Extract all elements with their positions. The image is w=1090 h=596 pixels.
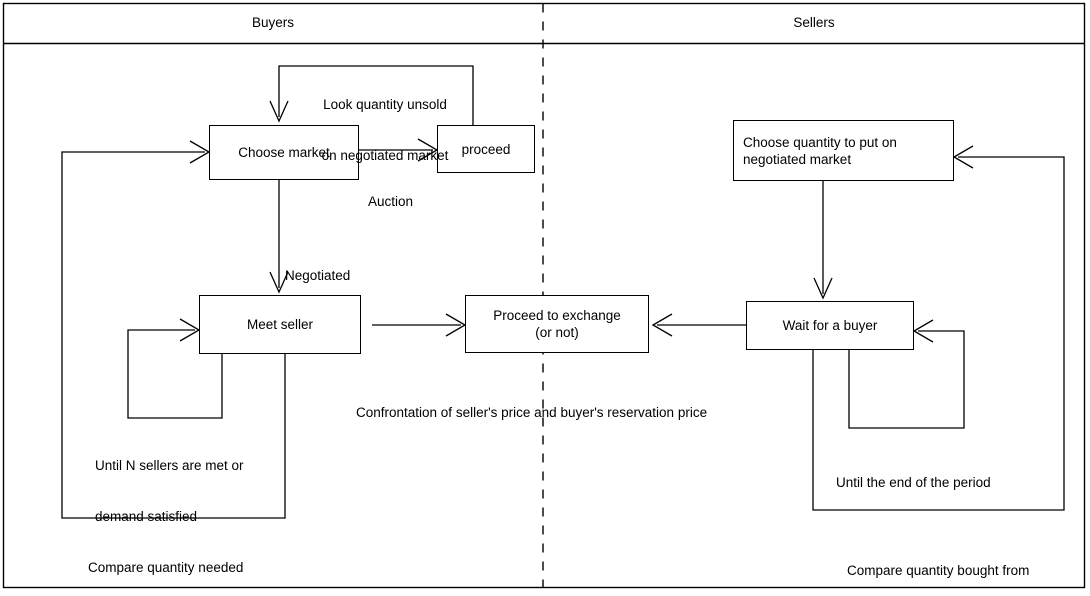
edge-label-compare-bought: Compare quantity bought from them and qu… bbox=[847, 528, 1029, 596]
lane-title-buyers: Buyers bbox=[251, 15, 295, 30]
arrowhead-into-wait-right-small bbox=[912, 319, 934, 343]
arrowhead-into-choose-market-top bbox=[269, 100, 289, 123]
edge-label-look-quantity-unsold-line1: Look quantity unsold bbox=[323, 97, 447, 112]
edge-label-confrontation-line1: Confrontation of seller's price and buye… bbox=[356, 405, 708, 420]
edge-label-until-n-sellers-line1: Until N sellers are met or bbox=[95, 458, 244, 473]
edge-wait-self-loop bbox=[848, 330, 965, 429]
node-proceed[interactable]: proceed bbox=[437, 125, 535, 173]
edge-label-auction: Auction bbox=[368, 159, 413, 244]
edge-label-look-quantity-unsold: Look quantity unsold on negotiated marke… bbox=[290, 62, 480, 198]
edge-wait-to-choose-quantity-loop bbox=[812, 156, 1065, 511]
edge-label-compare-needed-line1: Compare quantity needed bbox=[88, 560, 244, 575]
node-choose-quantity-label-line2: negotiated market bbox=[743, 151, 852, 167]
node-meet-seller-label: Meet seller bbox=[246, 317, 314, 332]
arrowhead-into-meet-seller-top bbox=[269, 271, 289, 294]
edge-meet-seller-self-loop bbox=[127, 329, 223, 419]
edge-label-look-quantity-unsold-line2: on negotiated market bbox=[321, 148, 449, 163]
edge-label-until-end-period-line1: Until the end of the period bbox=[836, 475, 991, 490]
node-proceed-to-exchange-label-line1: Proceed to exchange bbox=[493, 308, 621, 323]
edge-label-negotiated: Negotiated bbox=[285, 233, 350, 318]
edge-label-compare-needed: Compare quantity needed and quantity bou… bbox=[88, 525, 243, 596]
edge-label-compare-bought-line1: Compare quantity bought from bbox=[847, 563, 1030, 578]
edge-label-until-n-sellers: Until N sellers are met or demand satisf… bbox=[95, 423, 244, 559]
arrowhead-into-wait-top bbox=[813, 277, 833, 300]
edge-label-until-n-sellers-line2: demand satisfied bbox=[95, 509, 198, 524]
node-wait-for-buyer[interactable]: Wait for a buyer bbox=[746, 301, 914, 350]
edge-label-auction-line1: Auction bbox=[368, 194, 414, 209]
node-proceed-label: proceed bbox=[461, 141, 511, 157]
node-wait-for-buyer-label: Wait for a buyer bbox=[782, 318, 878, 333]
node-choose-quantity[interactable]: Choose quantity to put on negotiated mar… bbox=[733, 120, 954, 181]
arrowhead-into-exchange-right bbox=[651, 313, 673, 337]
edge-label-until-end-period: Until the end of the period bbox=[836, 440, 991, 525]
diagram-outer-border bbox=[2, 2, 1086, 589]
edge-proceed-to-choose-market bbox=[278, 65, 474, 125]
lane-title-sellers: Sellers bbox=[793, 15, 835, 30]
node-choose-quantity-label-line1: Choose quantity to put on bbox=[743, 134, 897, 150]
edge-label-negotiated-line1: Negotiated bbox=[285, 268, 351, 283]
arrowhead-into-choose-quantity-right bbox=[952, 145, 974, 169]
node-choose-market[interactable]: Choose market bbox=[209, 125, 359, 180]
node-meet-seller[interactable]: Meet seller bbox=[199, 295, 361, 354]
edge-meet-seller-to-choose-market-loop bbox=[61, 151, 286, 519]
node-choose-market-label: Choose market bbox=[238, 145, 330, 160]
node-proceed-to-exchange[interactable]: Proceed to exchange (or not) bbox=[465, 295, 649, 353]
edge-label-confrontation: Confrontation of seller's price and buye… bbox=[356, 370, 707, 455]
node-proceed-to-exchange-label-line2: (or not) bbox=[535, 325, 579, 340]
